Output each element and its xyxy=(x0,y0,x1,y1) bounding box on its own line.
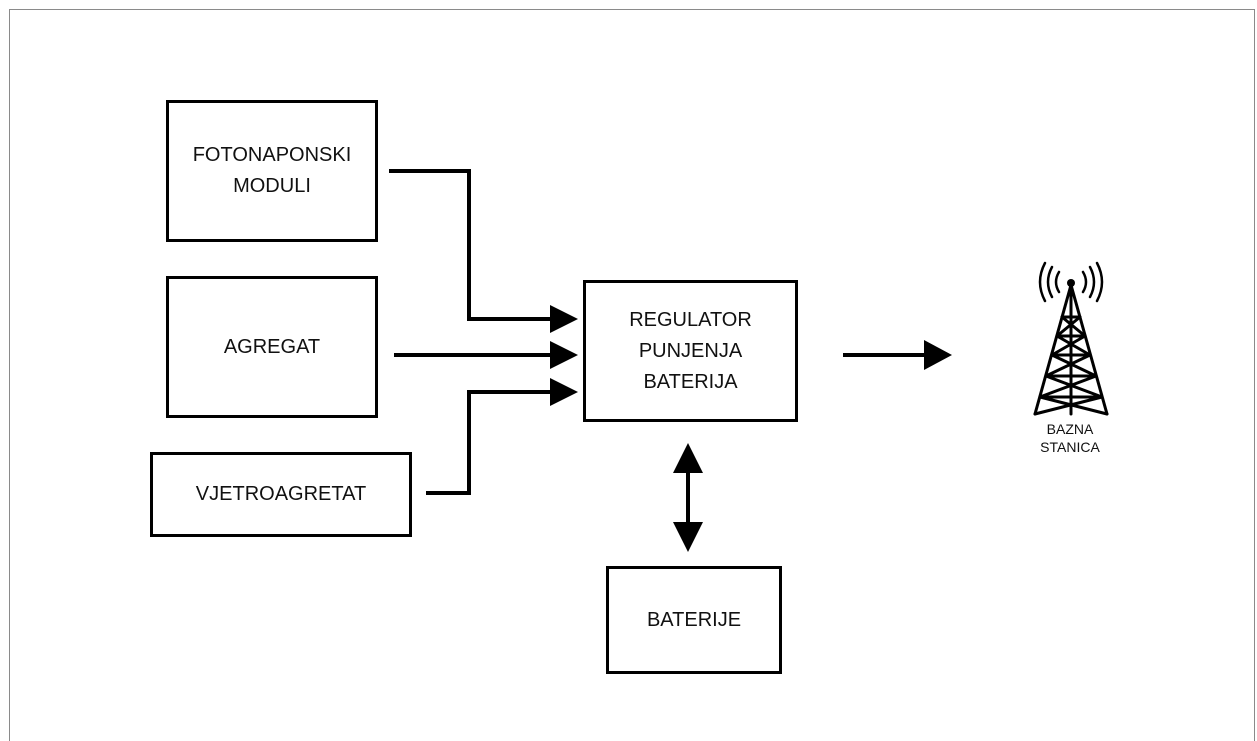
box-label-line: BATERIJE xyxy=(646,608,742,631)
tower-label: BAZNA STANICA xyxy=(1000,420,1140,456)
regulator-punjenja-baterija: REGULATOR PUNJENJA BATERIJA xyxy=(583,280,798,422)
arrowhead-vjetro xyxy=(550,378,578,406)
box-label-line: REGULATOR xyxy=(629,308,752,331)
diagram-frame xyxy=(9,9,1255,741)
connector-vjetro-to-regulator xyxy=(426,390,554,495)
box-label-line: BATERIJA xyxy=(643,370,738,393)
arrowhead-fotonaponski xyxy=(550,305,578,333)
arrowhead-down-baterije xyxy=(673,522,703,552)
source-agregat: AGREGAT xyxy=(166,276,378,418)
tower-label-line: BAZNA xyxy=(1046,421,1094,437)
baterije-box: BATERIJE xyxy=(606,566,782,674)
radio-tower-icon xyxy=(1033,261,1109,416)
arrowhead-agregat xyxy=(550,341,578,369)
connector-fotonaponski-to-regulator xyxy=(389,169,554,321)
tower-label-line: STANICA xyxy=(1040,439,1100,455)
box-label-line: FOTONAPONSKI xyxy=(192,144,352,166)
box-label-line: MODULI xyxy=(233,175,311,197)
box-label-line: VJETROAGRETAT xyxy=(195,483,367,505)
arrowhead-up-regulator xyxy=(673,443,703,473)
box-label-line: PUNJENJA xyxy=(638,339,743,362)
source-vjetroagregat: VJETROAGRETAT xyxy=(150,452,412,537)
arrowhead-tower xyxy=(924,340,952,370)
source-fotonaponski-moduli: FOTONAPONSKI MODULI xyxy=(166,100,378,242)
box-label-line: AGREGAT xyxy=(223,335,321,358)
